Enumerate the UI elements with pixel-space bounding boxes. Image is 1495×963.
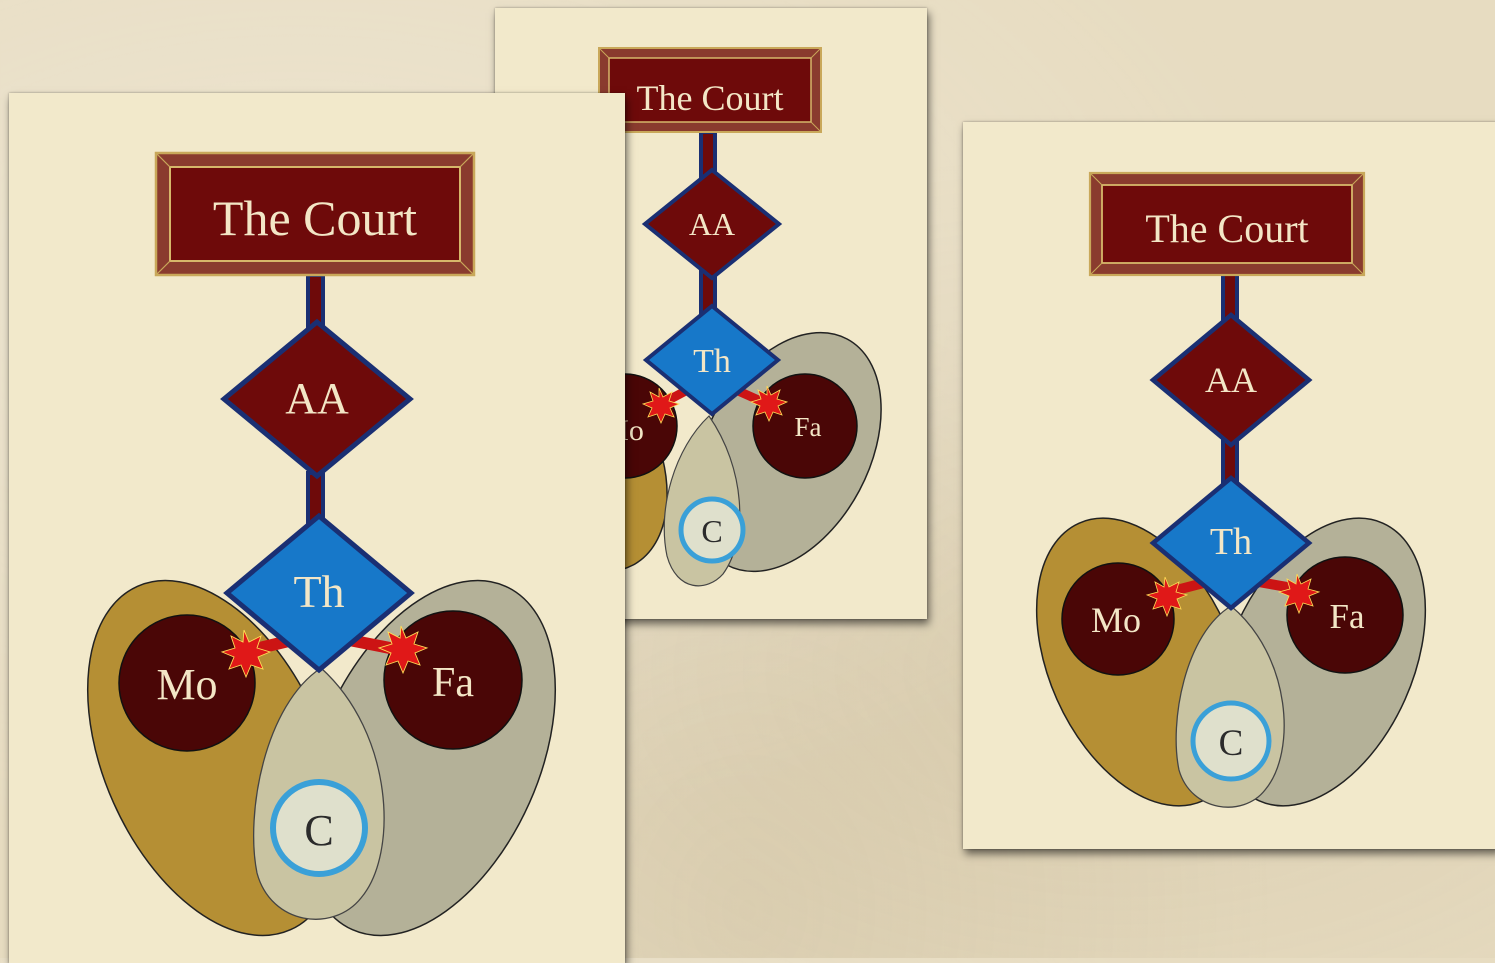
title-plaque: The Court [156,153,474,275]
appellate-label: AA [285,374,349,423]
child-label: C [701,513,722,549]
diagram-card-right: Mo Fa Th AA C The Court [963,122,1495,849]
tribunal-label: Th [1210,521,1252,563]
appellate-label: AA [1205,360,1257,400]
title-text: The Court [1145,206,1308,251]
child-label: C [1219,723,1244,764]
tribunal-label: Th [693,343,731,380]
father-label: Fa [795,412,822,442]
tribunal-label: Th [293,566,344,617]
court-diagram-left: Mo Fa Th AA C The Court [9,93,625,963]
mother-label: Mo [156,660,217,709]
appellate-label: AA [689,206,735,242]
father-label: Fa [432,660,474,706]
title-plaque: The Court [599,48,821,132]
mother-label: Mo [1091,600,1141,640]
title-text: The Court [213,190,417,246]
title-text: The Court [637,78,784,118]
court-diagram-right: Mo Fa Th AA C The Court [963,122,1495,849]
title-plaque: The Court [1090,173,1364,275]
child-label: C [304,806,333,855]
father-label: Fa [1330,597,1365,636]
diagram-card-left: Mo Fa Th AA C The Court [9,93,625,963]
